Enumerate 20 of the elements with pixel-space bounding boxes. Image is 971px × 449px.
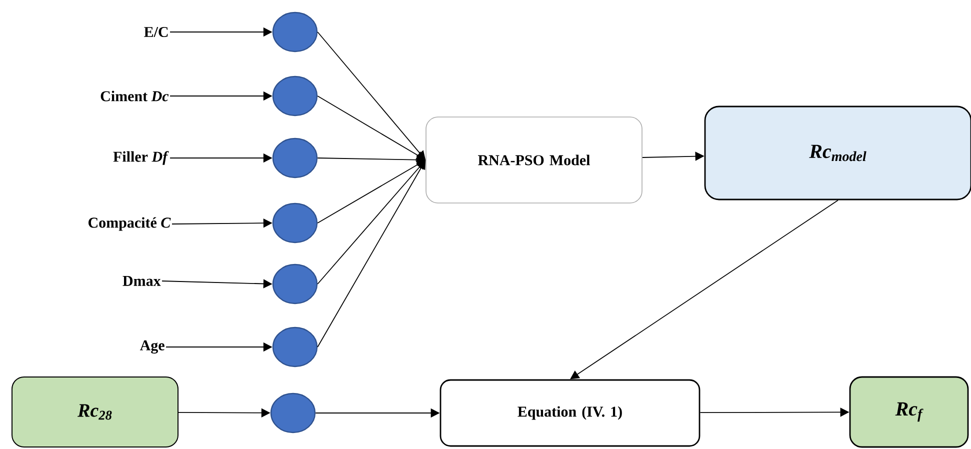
input-box: Rc$_{28}$ [12,376,178,448]
input-label: Age [140,340,164,354]
result-box: Rc$_{model}$ [704,106,971,200]
neuron-circle [272,202,318,244]
input-label: Filler Df [113,151,169,165]
neuron-circle [270,392,316,434]
arrow [317,160,426,348]
neuron-circle [272,12,318,52]
output-box: Rc$_{f}$ [849,376,969,448]
neuron-circle [272,76,318,116]
input-label: Ciment Dc [100,90,169,102]
model-box: RNA-PSO Model [426,116,642,204]
arrow [570,200,838,380]
input-label: E/C [144,26,168,38]
input-label: Compacité C [88,217,171,231]
neuron-circle [272,326,318,368]
neuron-circle [272,264,318,304]
input-label: Dmax [122,276,161,286]
equation-box: Equation (IV. 1) [440,379,700,447]
neuron-circle [272,138,318,178]
